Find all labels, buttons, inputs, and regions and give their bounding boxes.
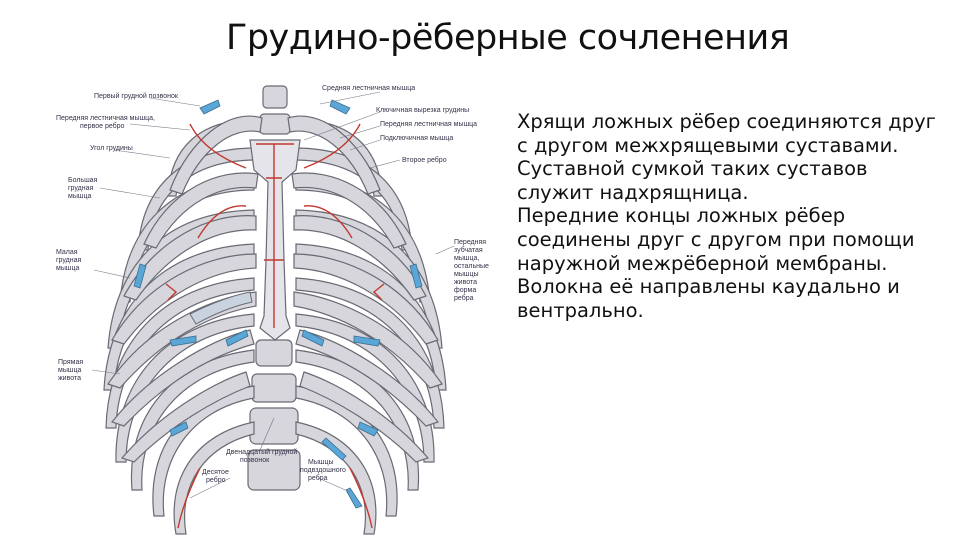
sternum [189,123,361,341]
paragraph-3: Передние концы ложных рёбер соединены др… [517,204,915,322]
leader-lines [91,91,455,499]
vertebra-2 [259,113,291,135]
vertebra-lower-2 [251,373,297,403]
label-pectoralis-major-3: мышца [68,193,91,200]
rib-cage-illustration: Первый грудной позвонок Передняя лестнич… [50,78,500,540]
label-anterior-scalene: Передняя лестничная мышца [380,121,477,128]
label-tenth-rib-1: Десятое [202,469,229,476]
costal-cartilages-right [287,115,443,463]
labels-left: Первый грудной позвонок Передняя лестнич… [56,92,179,382]
label-tenth-rib-2: ребро [206,476,226,484]
label-pectoralis-major-1: Большая [68,177,98,184]
label-iliocostal-2: подвздошного [300,467,346,474]
label-sternal-angle: Угол грудины [90,145,133,152]
label-pectoralis-minor-2: грудная [56,257,81,264]
paragraph-2: Суставной сумкой таких суставов служит н… [517,157,868,204]
label-pectoralis-minor-1: Малая [56,249,78,256]
vertebra-lower-4 [247,449,301,491]
vertebra-lower-1 [255,339,293,367]
vertebra-1 [262,85,288,109]
label-rectus-abdominis-1: Прямая [58,359,83,366]
muscle-attachments-blue [133,99,423,509]
label-iliocostal-1: Мышцы [308,459,334,466]
label-iliocostal-3: ребра [308,474,328,482]
label-anterior-scalene-first-rib: Передняя лестничная мышца, [56,115,155,122]
label-serratus-3: мышца, [454,255,479,262]
vertebra-lower-3 [249,407,299,445]
label-rectus-abdominis-3: живота [58,375,81,382]
labels-right: Средняя лестничная мышца Ключичная вырез… [322,85,489,302]
costal-cartilages-left [107,115,263,463]
label-first-thoracic-vertebra: Первый грудной позвонок [94,92,179,100]
label-twelfth-vertebra-1: Двенадцатый грудной [226,448,297,456]
label-subclavius: Подключичная мышца [380,135,453,142]
rib-cage-svg: Первый грудной позвонок Передняя лестнич… [56,85,489,535]
label-serratus-2: зубчатая [454,246,483,254]
label-middle-scalene: Средняя лестничная мышца [322,85,415,92]
label-serratus-1: Передняя [454,239,486,246]
label-serratus-6: живота [454,279,477,286]
label-rectus-abdominis-2: мышца [58,367,81,374]
label-twelfth-vertebra-2: позвонок [240,457,270,464]
label-serratus-7: форма [454,287,476,294]
label-second-rib: Второе ребро [402,156,447,164]
paragraph-1: Хрящи ложных рёбер соединяются друг с др… [517,110,936,157]
label-serratus-4: остальные [454,263,489,270]
label-pectoralis-major-2: грудная [68,185,93,192]
muscle-outlines-red [165,283,385,529]
label-first-rib: первое ребро [80,122,125,130]
body-text: Хрящи ложных рёбер соединяются друг с др… [517,110,937,322]
label-serratus-5: мышцы [454,271,479,278]
slide-title: Грудино-рёберные сочленения [226,18,790,58]
label-pectoralis-minor-3: мышца [56,265,79,272]
label-serratus-8: ребра [454,294,474,302]
label-clavicular-notch: Ключичная вырезка грудины [376,107,469,114]
labels-bottom: Двенадцатый грудной позвонок Десятое реб… [202,448,346,484]
